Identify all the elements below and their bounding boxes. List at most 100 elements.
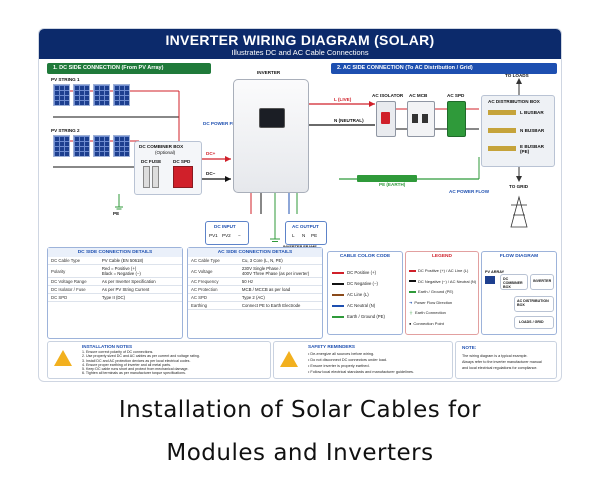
ac-distribution-box: AC DISTRIBUTION BOX L BUSBAR N BUSBAR E … [481, 95, 555, 167]
diagram-title: INVERTER WIRING DIAGRAM (SOLAR) [165, 32, 435, 48]
fuse-icon [152, 166, 159, 188]
ac-mcb-icon [407, 101, 435, 137]
dc-spd-label: DC SPD [173, 159, 191, 164]
pe-ground-label: PE [113, 211, 120, 216]
ac-isolator-icon [376, 101, 396, 137]
list-item: DC Positive (+) [332, 267, 385, 278]
flow-diagram-title: FLOW DIAGRAM [499, 254, 539, 259]
n-busbar-label: N BUSBAR [520, 128, 545, 133]
e-busbar-label: E BUSBAR (PE) [520, 144, 544, 154]
ac-line-label: L (LIVE) [334, 97, 352, 102]
list-item: Earth / Ground (PE) [409, 287, 476, 298]
ac-isolator-label: AC ISOLATOR [372, 93, 404, 98]
solar-panel-icon [113, 135, 130, 157]
caption-line-2: Modules and Inverters [166, 440, 434, 466]
inverter-label: INVERTER [257, 70, 281, 75]
ac-spd-label: AC SPD [447, 93, 465, 98]
list-item: 5. Keep DC cable runs short and protect … [82, 367, 189, 372]
list-item: • Ensure inverter is properly earthed. [308, 364, 370, 368]
caption-line-1: Installation of Solar Cables for [118, 397, 482, 423]
warning-icon [54, 350, 72, 366]
dc-input-term: PV2 [222, 233, 231, 238]
earth-icon: ⏚ [409, 310, 413, 315]
ac-output-term: L [292, 233, 295, 238]
legend-panel: LEGEND DC Positive (+) / AC Line (L) DC … [405, 251, 479, 335]
title-bar: INVERTER WIRING DIAGRAM (SOLAR) Illustra… [39, 29, 561, 59]
color-code-list: DC Positive (+) DC Negative (−) AC Line … [332, 267, 385, 322]
safety-reminders-title: SAFETY REMINDERS [308, 344, 355, 349]
dc-combiner-sub: (Optional) [155, 150, 176, 155]
installation-notes-panel: INSTALLATION NOTES 1. Ensure correct pol… [47, 341, 271, 379]
list-item: DC Negative (−) / AC Neutral (N) [409, 277, 476, 288]
legend-title: LEGEND [432, 254, 452, 259]
list-item: 1. Ensure correct polarity of DC connect… [82, 350, 154, 354]
list-item: ➜Power Flow Direction [409, 299, 453, 305]
dc-details-title: DC SIDE CONNECTION DETAILS [48, 248, 182, 257]
flow-node-box: LOADS / GRID [514, 316, 554, 329]
list-item: • Do not disconnect DC connectors under … [308, 358, 388, 362]
list-item: Earth / Ground (PE) [332, 311, 385, 322]
ac-flow-label: AC POWER FLOW [449, 189, 490, 194]
pe-earth-label: PE (EARTH) [379, 182, 406, 187]
pv-string-1-label: PV STRING 1 [51, 77, 80, 82]
list-item: • De-energize all sources before wiring. [308, 352, 375, 356]
dc-fuse-label: DC FUSE [141, 159, 162, 164]
list-item: AC Line (L) [332, 289, 385, 300]
diagram-subtitle: Illustrates DC and AC Cable Connections [231, 48, 369, 57]
note-panel: NOTE: The wiring diagram is a typical ex… [455, 341, 557, 379]
list-item: DC Negative (−) [332, 278, 385, 289]
dc-input-term: − [238, 233, 241, 238]
dc-pos-label: DC+ [206, 151, 216, 156]
ac-details-panel: AC SIDE CONNECTION DETAILS AC Cable Type… [187, 247, 323, 339]
dc-flow-label: DC POWER FLOW [203, 121, 244, 126]
installation-notes-list: 1. Ensure correct polarity of DC connect… [82, 350, 200, 376]
dc-combiner-box: DC COMBINER BOX (Optional) DC FUSE DC SP… [134, 141, 202, 195]
solar-panel-icon [93, 84, 110, 106]
safety-reminders-list: • De-energize all sources before wiring.… [308, 351, 414, 375]
dot-icon: ● [409, 320, 412, 326]
cable-color-title: CABLE COLOR CODE [339, 254, 391, 259]
pv-string-2-label: PV STRING 2 [51, 128, 80, 133]
ac-output-term: N [302, 233, 306, 238]
dc-input-box: DC INPUT PV1 PV2 − [205, 221, 249, 245]
solar-panel-icon [113, 84, 130, 106]
note-lines: The wiring diagram is a typical example.… [462, 354, 542, 370]
flow-node-box: DC COMBINER BOX [500, 274, 528, 290]
installation-notes-title: INSTALLATION NOTES [82, 344, 133, 349]
ac-spd-icon [447, 101, 466, 137]
list-item: 3. Install DC and AC protection devices … [82, 358, 191, 363]
ac-output-label: AC OUTPUT [292, 224, 319, 229]
wiring-diagram-poster: INVERTER WIRING DIAGRAM (SOLAR) Illustra… [38, 28, 562, 382]
l-busbar-label: L BUSBAR [520, 110, 544, 115]
solar-panel-icon [73, 84, 90, 106]
flow-node-box: AC DISTRIBUTION BOX [514, 296, 554, 312]
list-item: DC Positive (+) / AC Line (L) [409, 266, 476, 277]
dc-combiner-label: DC COMBINER BOX [139, 144, 184, 149]
note-title: NOTE: [462, 345, 477, 350]
spd-icon [173, 166, 193, 188]
dc-section-heading: 1. DC SIDE CONNECTION (From PV Array) [47, 63, 211, 74]
dc-input-term: PV1 [209, 233, 218, 238]
list-item: 2. Use properly sized DC and AC cables a… [82, 354, 200, 359]
safety-reminders-panel: SAFETY REMINDERS • De-energize all sourc… [273, 341, 453, 379]
legend-list: DC Positive (+) / AC Line (L) DC Negativ… [409, 266, 476, 329]
solar-panel-icon [485, 276, 495, 284]
solar-panel-icon [93, 135, 110, 157]
flow-node: PV ARRAY [485, 270, 505, 274]
ac-mcb-label: AC MCB [409, 93, 428, 98]
ac-details-title: AC SIDE CONNECTION DETAILS [188, 248, 322, 257]
list-item: 6. Tighten all terminals as per manufact… [82, 371, 186, 376]
ac-section-heading: 2. AC SIDE CONNECTION (To AC Distributio… [331, 63, 557, 74]
ac-output-term: PE [311, 233, 318, 238]
fuse-icon [143, 166, 150, 188]
earth-terminal-block [357, 175, 417, 182]
dc-details-panel: DC SIDE CONNECTION DETAILS DC Cable Type… [47, 247, 183, 339]
